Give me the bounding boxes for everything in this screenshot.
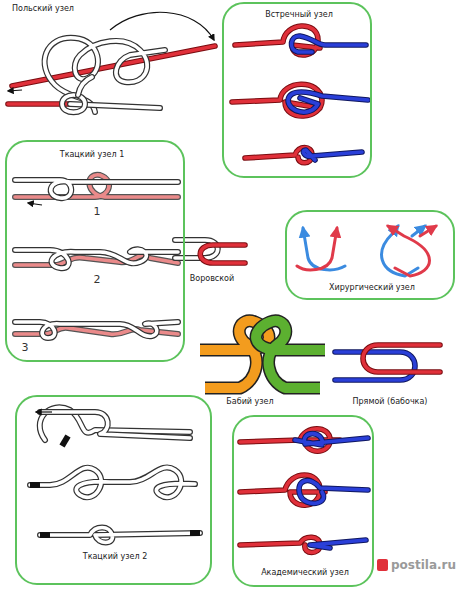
rope <box>30 467 195 497</box>
polish-knot-drawing <box>8 12 215 112</box>
rope <box>15 256 178 265</box>
rope <box>62 95 85 112</box>
knot-title: Бабий узел <box>226 397 273 407</box>
knot-panel: Встречный узел <box>222 2 372 178</box>
rope-end <box>40 532 50 538</box>
knot-title: Академический узел <box>261 568 349 578</box>
rope <box>40 412 190 438</box>
watermark-logo <box>377 559 388 571</box>
rope <box>299 481 368 504</box>
rope <box>45 38 165 112</box>
granny-knot-drawing <box>200 321 325 388</box>
rope <box>310 540 366 548</box>
knot-title: Воровской <box>190 274 234 284</box>
surgeon-knot-drawing <box>297 226 436 276</box>
rope <box>310 540 366 548</box>
weaver-knot-1-drawing <box>15 175 178 338</box>
rope <box>40 407 190 440</box>
rope <box>78 77 92 95</box>
knot-panel: Академический узел <box>232 415 374 587</box>
rope <box>30 467 195 497</box>
rope <box>363 345 440 372</box>
band <box>256 321 325 388</box>
rope <box>288 92 368 112</box>
rope <box>15 322 178 338</box>
rope <box>299 481 368 504</box>
rope <box>15 180 178 198</box>
rope <box>335 352 415 380</box>
thief-knot-drawing <box>175 240 245 263</box>
direction-arrow <box>36 411 52 412</box>
rope <box>40 528 200 543</box>
rope <box>295 434 368 445</box>
knot-title: Хирургический узел <box>329 283 415 293</box>
knot-title: Встречный узел <box>265 10 333 20</box>
rope <box>291 36 366 52</box>
rope <box>40 528 200 543</box>
rope <box>363 345 440 372</box>
rope <box>288 92 368 112</box>
knot-title: Прямой (бабочка) <box>353 397 428 407</box>
rope <box>295 434 368 445</box>
weaver-knot-2-drawing <box>30 407 200 542</box>
rope <box>291 36 366 52</box>
rope-end <box>30 482 40 488</box>
rope <box>15 249 178 268</box>
knot-panel: Ткацкий узел 2 <box>15 395 212 585</box>
rope <box>62 95 85 112</box>
rope <box>200 245 245 263</box>
rope <box>303 150 362 160</box>
rope <box>335 352 415 380</box>
knot-title: Польский узел <box>12 4 74 14</box>
knot-panel: Хирургический узел <box>285 210 455 300</box>
reef-knot-drawing <box>335 345 440 380</box>
rope <box>303 150 362 160</box>
knot-title: Ткацкий узел 1 <box>60 150 125 160</box>
direction-arrow <box>110 12 214 40</box>
rope <box>200 245 245 263</box>
rope <box>15 180 178 198</box>
callout-number: 3 <box>22 342 29 354</box>
rope-end <box>62 436 68 446</box>
meeting-knot-drawing <box>232 26 368 163</box>
rope <box>15 249 178 268</box>
rope <box>303 228 345 270</box>
rope <box>78 77 92 95</box>
rope <box>40 412 190 438</box>
rope-end <box>190 530 200 536</box>
knot-title: Ткацкий узел 2 <box>83 552 148 562</box>
callout-number: 2 <box>94 274 101 286</box>
knot-panel: Ткацкий узел 1 1 2 3 <box>5 140 185 362</box>
rope <box>45 38 165 112</box>
rope <box>15 322 178 338</box>
rope <box>40 407 190 440</box>
band <box>256 321 325 388</box>
direction-arrow <box>28 203 42 205</box>
rope <box>15 256 178 265</box>
callout-number: 1 <box>94 206 101 218</box>
rope <box>297 228 337 270</box>
rope <box>420 226 436 236</box>
direction-arrow <box>8 90 22 91</box>
watermark: postila.ru <box>391 558 456 572</box>
academic-knot-drawing <box>240 429 368 553</box>
